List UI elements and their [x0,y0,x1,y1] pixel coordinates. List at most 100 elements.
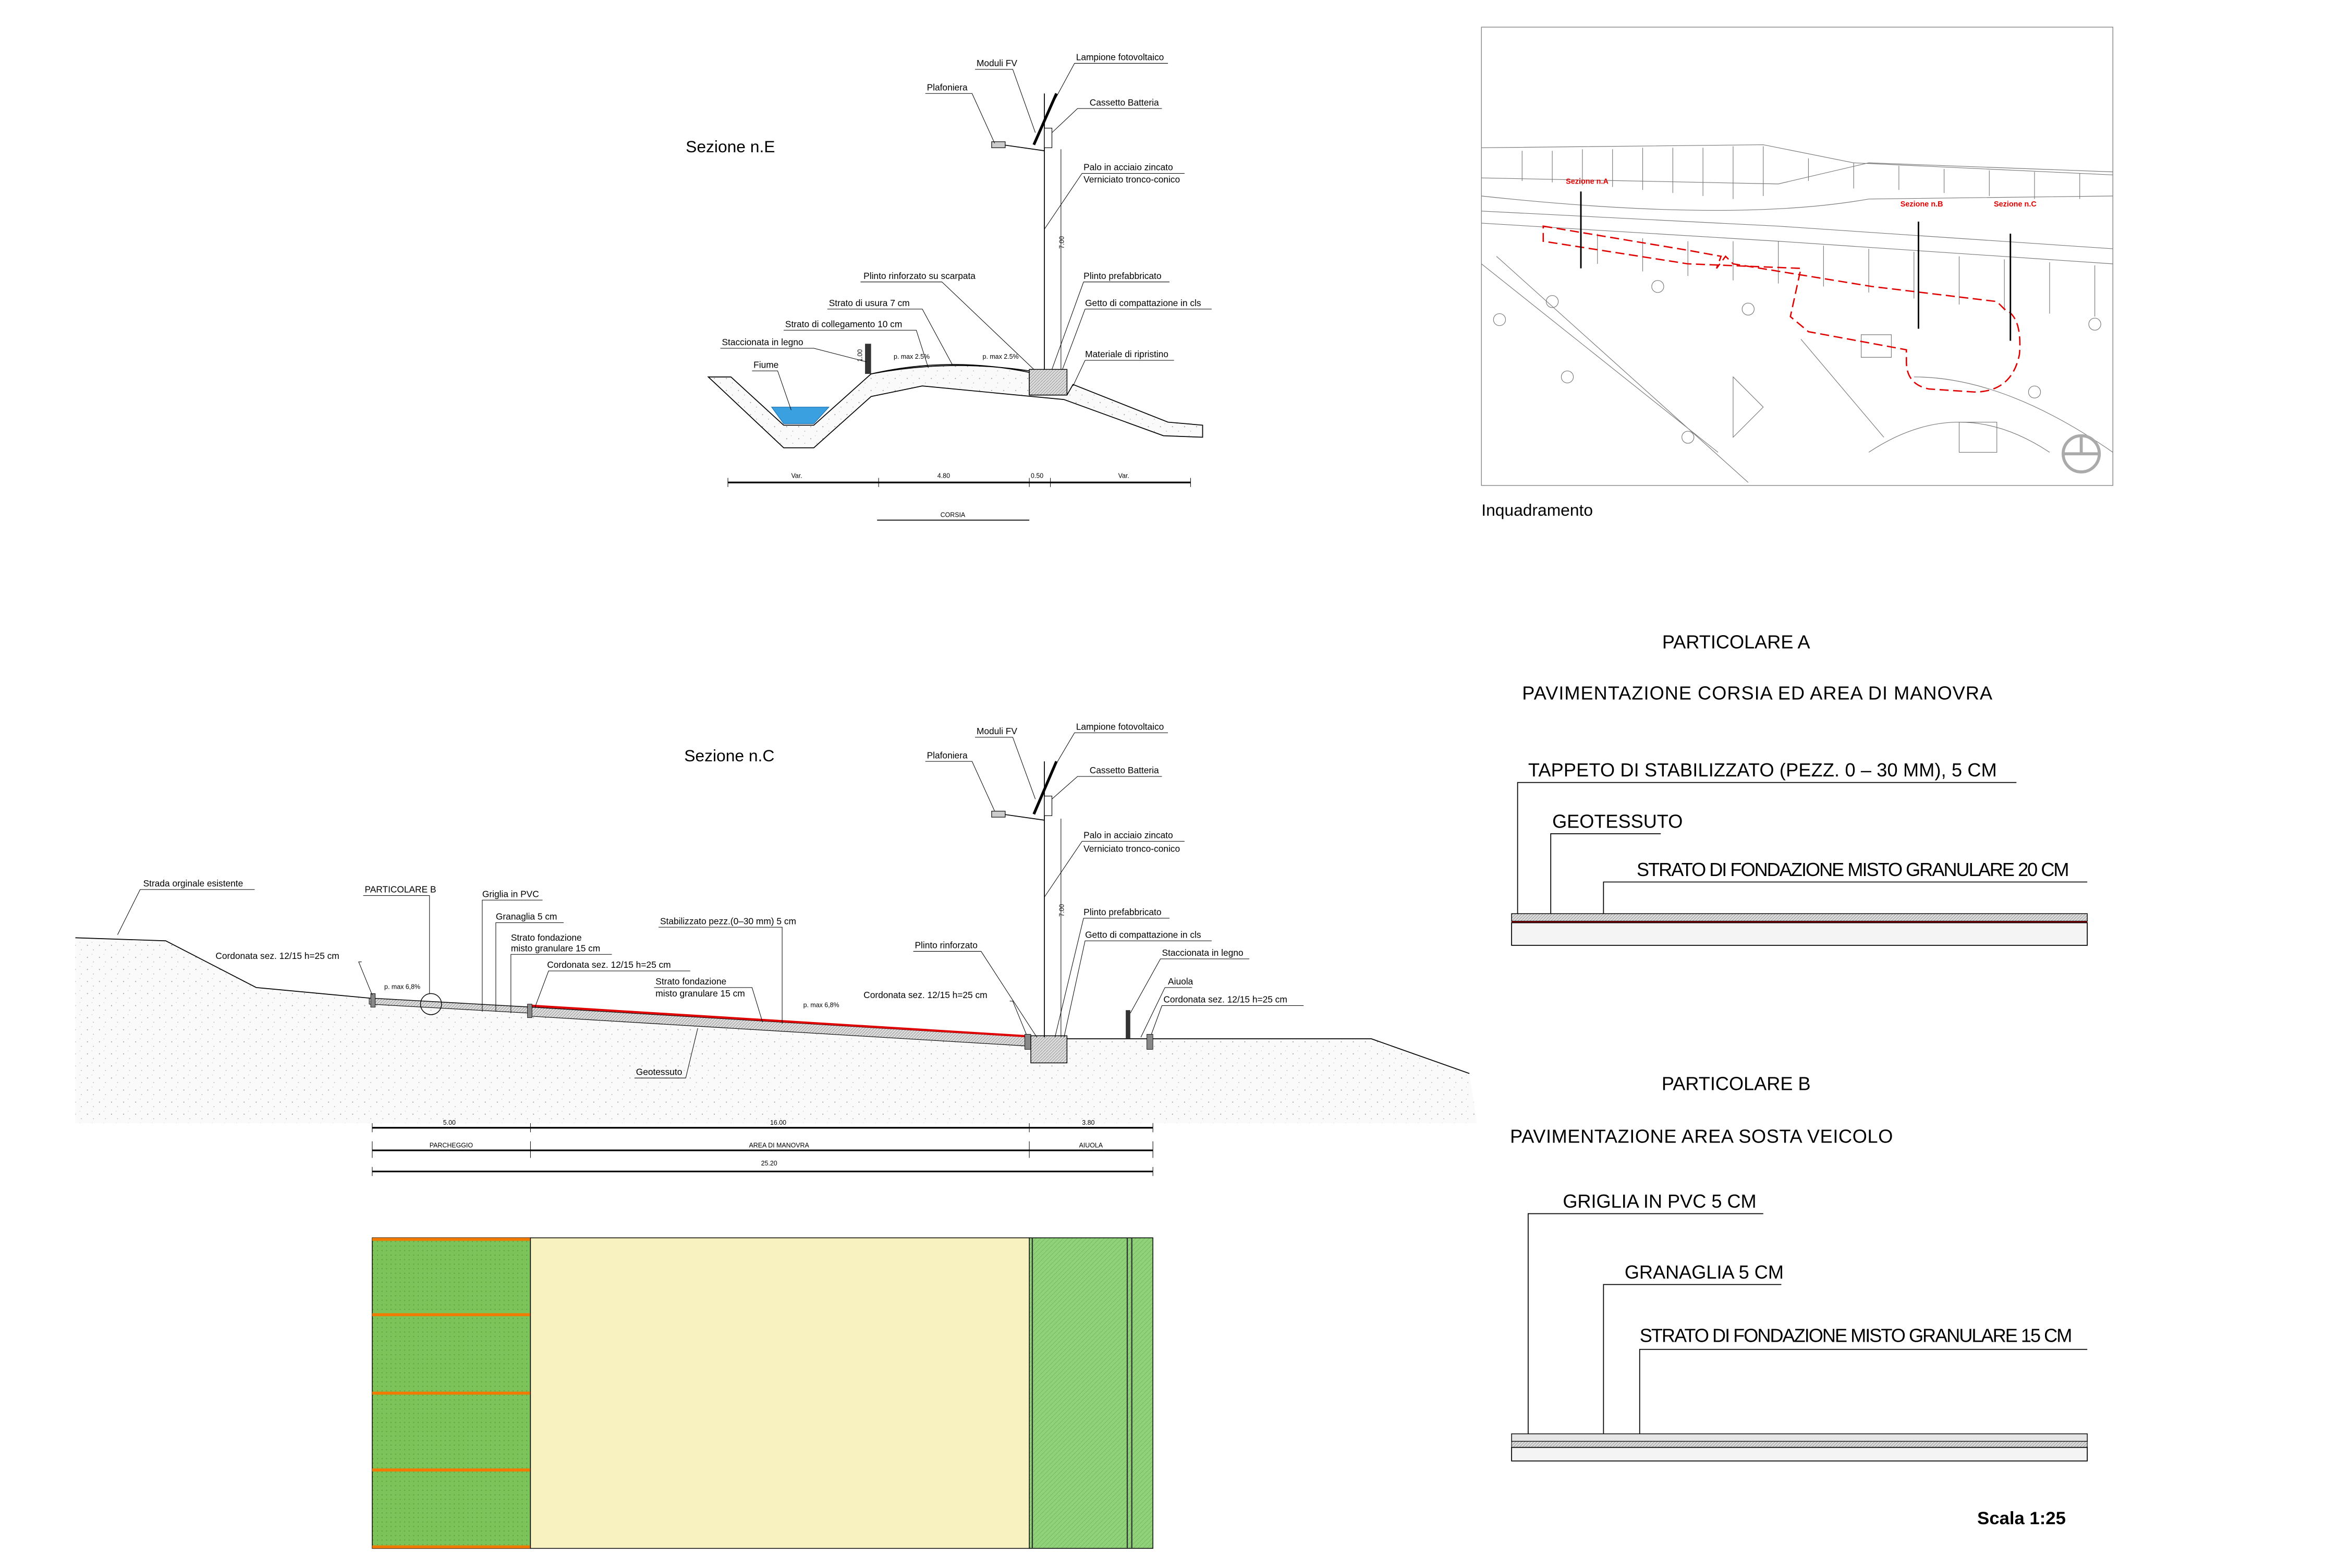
label-lampione-c: Lampione fotovoltaico [1076,721,1164,732]
map-section-c: Sezione n.C [1994,200,2037,209]
label-granaglia: Granaglia 5 cm [496,911,557,922]
battery-box [1044,128,1053,148]
label-plinto-pref-c: Plinto prefabbricato [1083,907,1161,917]
map-section-a: Sezione n.A [1566,178,1609,186]
label-collegamento: Strato di collegamento 10 cm [785,319,902,329]
label-palo-2: Verniciato tronco-conico [1083,174,1180,185]
project-boundary [1542,225,2021,393]
detail-b-title: PARTICOLARE B [1662,1073,1811,1094]
plinth [1029,369,1068,396]
dim-corsia: CORSIA [941,512,966,519]
stabilized-surface [530,1004,1033,1038]
river-water [771,407,830,424]
detail-b-layer-2: GRANAGLIA 5 CM [1625,1261,1784,1283]
label-cassetta-c: Cassetto Batteria [1090,765,1159,775]
label-getto: Getto di compattazione in cls [1085,298,1201,308]
label-particolare-b: PARTICOLARE B [364,884,436,895]
map-section-b: Sezione n.B [1901,200,1943,209]
pole-height-c: 7.00 [1058,904,1066,917]
label-fondazione-2a: Strato fondazione [655,976,726,987]
wooden-fence [865,344,871,374]
label-palo-2-c: Verniciato tronco-conico [1083,844,1180,854]
detail-b: PARTICOLARE B PAVIMENTAZIONE AREA SOSTA … [1510,1073,2088,1462]
detail-a-subtitle: PAVIMENTAZIONE CORSIA ED AREA DI MANOVRA [1522,683,1993,704]
label-cordonata-4: Cordonata sez. 12/15 h=25 cm [1163,994,1287,1005]
section-c-dimensions: 5.00 16.00 3.80 PARCHEGGIO AREA DI MANOV… [372,1119,1153,1176]
label-griglia: Griglia in PVC [482,889,539,899]
detail-a-layer-2: GEOTESSUTO [1552,810,1683,832]
detail-a: PARTICOLARE A PAVIMENTAZIONE CORSIA ED A… [1511,631,2088,946]
label-plinto-prefabbricato: Plinto prefabbricato [1083,271,1161,281]
label-palo-1: Palo in acciaio zincato [1083,162,1173,173]
slope-left: p. max 2.5% [894,353,930,360]
label-plafoniera: Plafoniera [927,82,968,92]
detail-a-title: PARTICOLARE A [1662,631,1811,652]
plan-maneuver-area [530,1237,1030,1549]
detail-b-layer-3: STRATO DI FONDAZIONE MISTO GRANULARE 15 … [1640,1324,2073,1346]
label-fondazione-2b: misto granulare 15 cm [655,988,745,999]
pv-module [1032,93,1058,145]
plan-flowerbed [1029,1237,1153,1549]
label-plafoniera-c: Plafoniera [927,750,968,760]
section-e-dimensions: Var. 4.80 0.50 Var. CORSIA [727,472,1191,521]
label-staccionata: Staccionata in legno [722,337,803,347]
parking-stripes [372,1237,531,1549]
slope-maneuver: p. max 6,8% [803,1001,839,1008]
section-e: Sezione n.E 7.00 Moduli FV Lampione foto… [686,52,1212,521]
section-c-title: Sezione n.C [684,746,774,765]
detail-b-subtitle: PAVIMENTAZIONE AREA SOSTA VEICOLO [1510,1126,1893,1147]
label-staccionata-c: Staccionata in legno [1162,947,1243,958]
dim-flowerbed: 3.80 [1082,1119,1094,1126]
dim-0-50: 0.50 [1031,472,1043,480]
label-moduli: Moduli FV [977,58,1017,68]
ground-profile [707,364,1203,448]
label-cassetta: Cassetto Batteria [1090,97,1159,107]
dim-4-80: 4.80 [937,472,950,480]
label-stabilizzato: Stabilizzato pezz.(0–30 mm) 5 cm [660,916,796,926]
dim-var-left: Var. [791,472,802,480]
section-c: Sezione n.C 7.00 Strada orginale esisten… [75,721,1477,1549]
label-cordonata-2: Cordonata sez. 12/15 h=25 cm [547,959,671,970]
location-map: Sezione n.A Sezione n.B Sezione n.C Inqu… [1481,27,2114,519]
pole-height: 7.00 [1058,236,1066,249]
detail-a-layer-1: TAPPETO DI STABILIZZATO (PEZZ. 0 – 30 MM… [1528,759,1997,781]
label-lampione: Lampione fotovoltaico [1076,52,1164,63]
label-aiuola: Aiuola [1168,976,1193,987]
zone-parcheggio: PARCHEGGIO [430,1141,473,1149]
road-surface [871,365,1030,374]
wooden-fence-c [1126,1010,1130,1039]
label-palo-1-c: Palo in acciaio zincato [1083,830,1173,841]
detail-b-layer-1: GRIGLIA IN PVC 5 CM [1563,1190,1756,1212]
detail-b-marker [420,993,442,1015]
slope-right: p. max 2.5% [983,353,1019,360]
slope-parking: p. max 6,8% [384,983,420,991]
section-e-title: Sezione n.E [686,137,775,156]
lamp-arm [1002,144,1045,151]
detail-a-layer-3: STRATO DI FONDAZIONE MISTO GRANULARE 20 … [1637,859,2069,880]
label-fiume: Fiume [753,359,778,370]
dim-parking: 5.00 [443,1119,456,1126]
section-e-labels: Moduli FV Lampione fotovoltaico Plafonie… [720,52,1212,410]
label-plinto-rinforzato: Plinto rinforzato [915,940,977,951]
label-cordonata-3: Cordonata sez. 12/15 h=25 cm [863,990,987,1000]
scale-label: Scala 1:25 [1977,1509,2066,1528]
label-usura: Strato di usura 7 cm [829,298,910,308]
label-getto-c: Getto di compattazione in cls [1085,929,1201,940]
label-fondazione-1b: misto granulare 15 cm [511,943,600,953]
plan-view [372,1237,1153,1549]
zone-area-manovra: AREA DI MANOVRA [749,1141,810,1149]
label-cordonata-1: Cordonata sez. 12/15 h=25 cm [215,951,339,961]
lamp-head [991,141,1006,148]
zone-aiuola: AIUOLA [1079,1141,1103,1149]
section-c-labels: Strada orginale esistente PARTICOLARE B … [117,721,1304,1078]
label-moduli-c: Moduli FV [977,726,1017,736]
dim-var-right: Var. [1118,472,1129,480]
label-fondazione-1a: Strato fondazione [511,932,582,943]
map-title: Inquadramento [1481,501,1593,519]
label-strada: Strada orginale esistente [143,878,243,889]
dim-total: 25.20 [761,1160,777,1167]
label-plinto-scarpata: Plinto rinforzato su scarpata [863,271,976,281]
plinth-c [1030,1035,1068,1064]
dim-maneuver: 16.00 [770,1119,786,1126]
